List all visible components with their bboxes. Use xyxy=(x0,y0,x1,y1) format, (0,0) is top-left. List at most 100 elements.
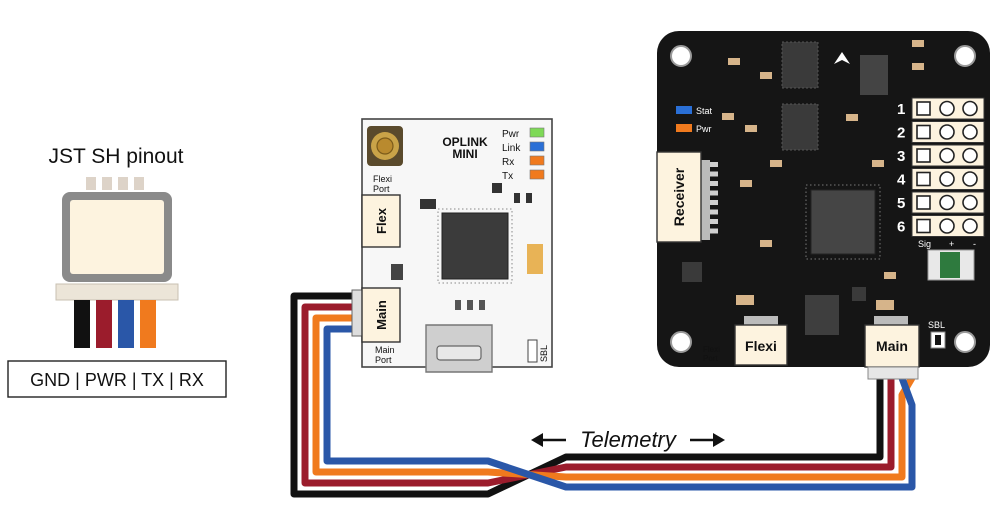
fc-small-ic xyxy=(682,262,702,282)
fc-receiver-label: Receiver xyxy=(671,167,687,226)
antenna-center xyxy=(376,137,394,155)
fc-header-row-number: 3 xyxy=(897,148,905,165)
oplink-ic-small xyxy=(492,183,502,193)
oplink-led-label: Pwr xyxy=(502,129,520,140)
jst-wires xyxy=(74,300,156,348)
fc-header-minus-pin xyxy=(962,124,978,140)
fc-header-row-number: 4 xyxy=(897,172,906,189)
fc-header-row-number: 5 xyxy=(897,195,905,212)
fc-header-row-number: 6 xyxy=(897,219,905,236)
oplink-sbl-pad xyxy=(527,339,538,363)
wire-gnd xyxy=(74,300,90,348)
oplink-flex-label: Flex xyxy=(374,207,389,234)
fc-small-ic xyxy=(852,287,866,301)
wire-tx xyxy=(118,300,134,348)
jst-pinout: JST SH pinout GND | PWR | TX | RX xyxy=(7,145,227,398)
fc-main-connector: Main xyxy=(864,316,920,380)
jst-housing-face xyxy=(70,200,164,274)
oplink-res xyxy=(479,300,485,310)
pinout-caption-box xyxy=(7,360,227,398)
fc-regulator xyxy=(805,295,839,335)
fc-header-minus-pin xyxy=(962,171,978,187)
oplink-res xyxy=(467,300,473,310)
fc-flexi-port-label-2: Port xyxy=(703,354,718,363)
oplink-inductor xyxy=(527,244,543,274)
fc-mount-hole xyxy=(954,331,976,353)
oplink-cap xyxy=(514,193,520,203)
oplink-mcu xyxy=(437,208,513,284)
cable-gnd xyxy=(290,292,884,498)
fc-receiver-pin xyxy=(710,219,718,224)
fc-header-row-number: 2 xyxy=(897,125,905,142)
pinout-caption: GND | PWR | TX | RX xyxy=(30,370,204,390)
fc-passives xyxy=(722,40,924,310)
oplink-main-connector xyxy=(361,287,401,343)
fc-header-plus-pin xyxy=(939,171,955,187)
oplink-led xyxy=(529,141,545,152)
fc-stat-led xyxy=(676,106,692,114)
fc-receiver-pin xyxy=(710,171,718,177)
fc-receiver-connector: Receiver xyxy=(656,151,718,243)
jst-latch xyxy=(55,283,179,301)
fc-header-plus-pin xyxy=(939,147,955,164)
fc-header-sig-pin xyxy=(916,218,931,234)
oplink-main-label: Main xyxy=(374,300,389,330)
oplink-flex-connector xyxy=(361,194,401,248)
fc-sbl-label: SBL xyxy=(928,320,945,330)
jst-pin xyxy=(134,177,144,190)
telemetry-right-arrow-icon xyxy=(713,433,725,447)
fc-forward-arrow-icon xyxy=(834,52,850,64)
oplink-led-label: Rx xyxy=(502,157,514,168)
oplink-led xyxy=(529,155,545,166)
fc-receiver-pin xyxy=(710,209,718,215)
oplink-crystal xyxy=(420,199,436,209)
jst-pin xyxy=(86,177,96,190)
fc-header-sig-pin xyxy=(916,124,931,140)
fc-receiver-pin xyxy=(710,162,718,167)
fc-header-row-number: 1 xyxy=(897,101,905,118)
fc-power-connector-body xyxy=(940,252,960,278)
wire-rx xyxy=(140,300,156,348)
fc-header-minus-pin xyxy=(962,100,978,117)
fc-header-plus-pin xyxy=(939,100,955,117)
fc-header-sig-pin xyxy=(916,171,931,187)
fc-header-legend-plus: + xyxy=(949,239,954,249)
oplink-brand-1: OPLINK xyxy=(442,135,488,149)
oplink-flexi-port-label-2: Port xyxy=(373,184,390,194)
fc-header-legend-minus: - xyxy=(973,239,976,249)
jst-pin xyxy=(118,177,128,190)
fc-header-sig-pin xyxy=(916,148,931,163)
fc-receiver-pin xyxy=(710,181,718,186)
fc-mcu xyxy=(805,184,881,260)
fc-servo-header: 1 2 3 4 5 6 xyxy=(897,97,985,237)
fc-receiver-pin xyxy=(710,200,718,205)
oplink-flexi-port-label-1: Flexi xyxy=(373,174,392,184)
cable-tx-to-rx xyxy=(323,325,916,491)
fc-sbl-pad-inner xyxy=(935,335,941,345)
fc-header-minus-pin xyxy=(962,218,978,234)
fc-header-plus-pin xyxy=(939,124,955,140)
oplink-main-port-label-1: Main xyxy=(375,345,395,355)
telemetry-left-arrow-icon xyxy=(531,433,543,447)
fc-main-label: Main xyxy=(876,338,908,354)
fc-baro-chip xyxy=(860,55,888,95)
fc-header-plus-pin xyxy=(939,194,955,211)
cable-pwr xyxy=(301,303,895,487)
fc-header-minus-pin xyxy=(962,147,978,164)
oplink-main-latch xyxy=(351,289,363,337)
oplink-led-label: Link xyxy=(502,143,521,154)
fc-mount-hole xyxy=(670,45,692,67)
fc-flexi-label: Flexi xyxy=(745,338,777,354)
fc-flexi-connector: Flexi xyxy=(734,316,788,366)
oplink-led-label: Tx xyxy=(502,171,513,182)
fc-stat-label: Stat xyxy=(696,106,713,116)
fc-header-plus-pin xyxy=(939,218,955,234)
oplink-led xyxy=(529,127,545,138)
fc-gyro-chip xyxy=(781,41,819,89)
fc-header-minus-pin xyxy=(962,194,978,211)
oplink-res xyxy=(455,300,461,310)
telemetry-label: Telemetry xyxy=(531,427,725,452)
